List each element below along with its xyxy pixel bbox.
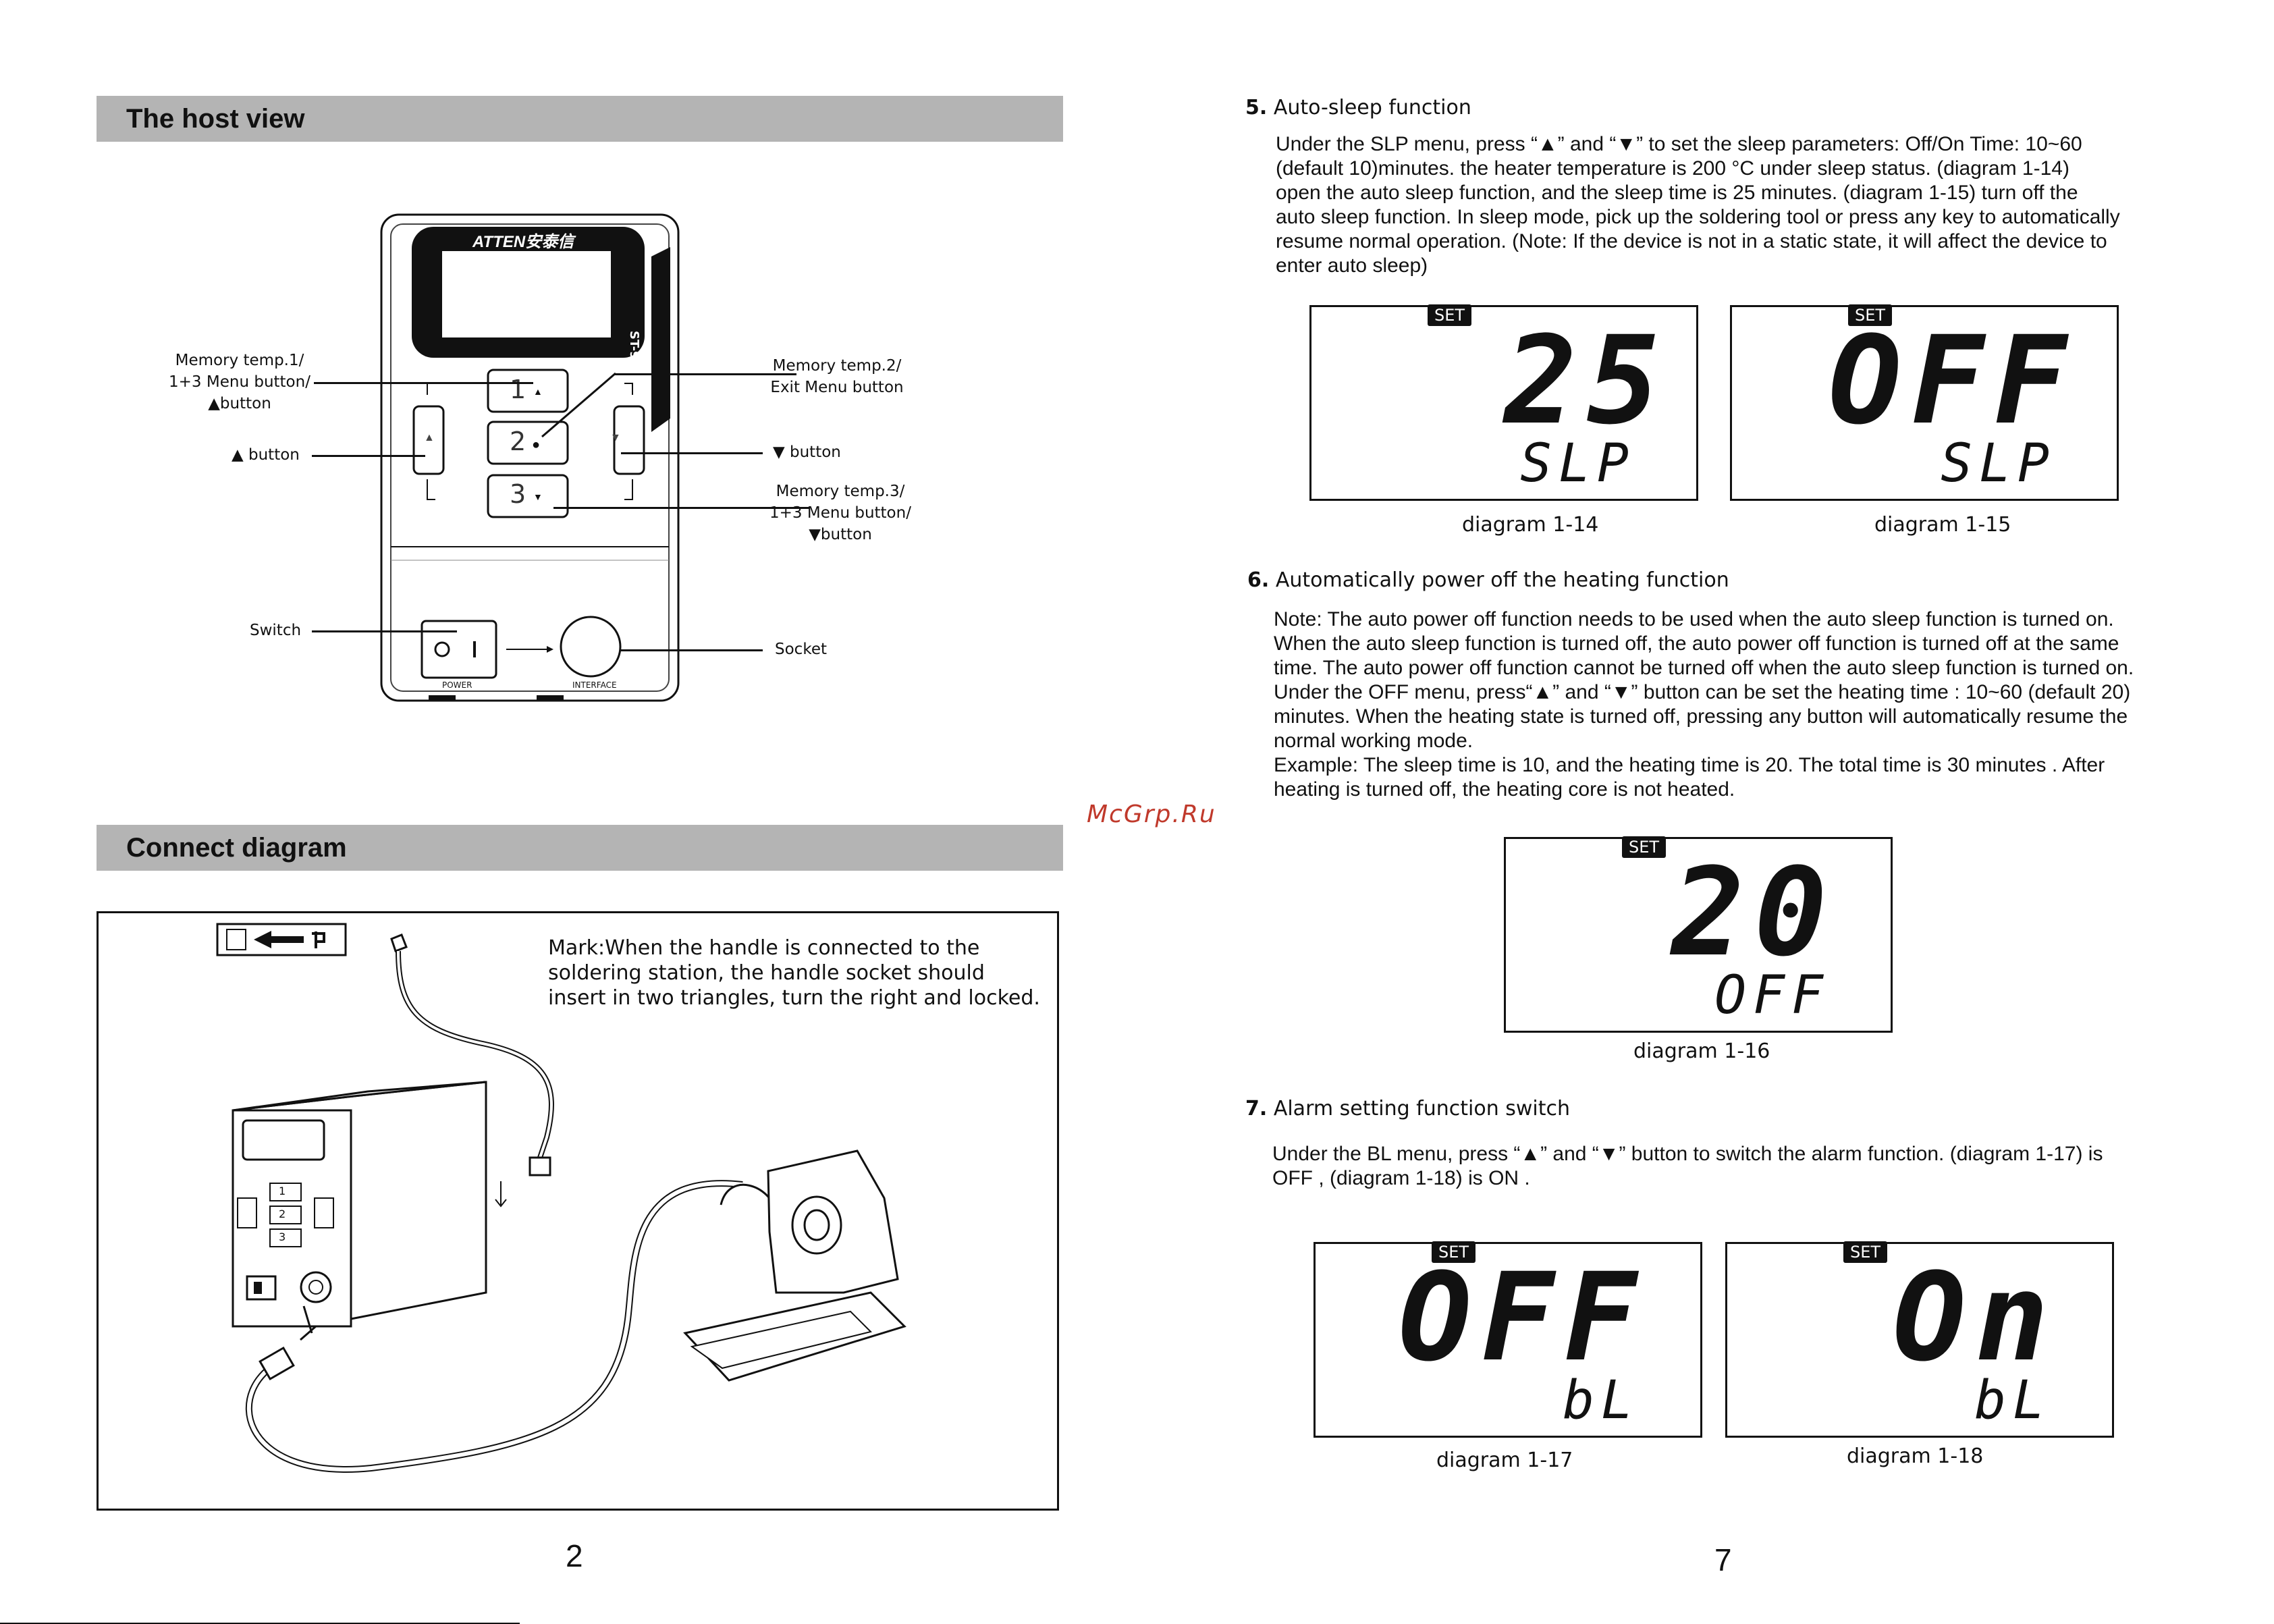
device-model-label: ST-965 bbox=[627, 331, 641, 377]
down-triangle-icon: ▼ bbox=[533, 491, 543, 502]
lcd-sub-value: SLP bbox=[1941, 433, 2056, 494]
callout-down-button: ▼ button bbox=[773, 443, 841, 461]
leader-line bbox=[621, 452, 763, 454]
memory-button-3[interactable]: 3 bbox=[510, 479, 526, 509]
callout-up-button: ▲ button bbox=[232, 446, 300, 464]
callout-memory-temp-2: Memory temp.2/ Exit Menu button bbox=[770, 357, 904, 396]
callout-memory-temp-1: Memory temp.1/ 1+3 Menu button/ ▲button bbox=[169, 352, 310, 412]
memory-button-1[interactable]: 1 bbox=[510, 375, 526, 404]
section-6-body: Note: The auto power off function needs … bbox=[1274, 608, 2134, 801]
leader-line bbox=[312, 455, 425, 457]
lcd-diagram-1-16: SET 20 OFF bbox=[1504, 836, 1893, 1033]
set-badge: SET bbox=[1848, 304, 1893, 326]
lcd-main-value: OFF bbox=[1398, 1247, 1646, 1388]
set-badge: SET bbox=[1843, 1241, 1888, 1263]
lcd-main-value: 20 bbox=[1671, 842, 1837, 983]
section-6-heading: 6. Automatically power off the heating f… bbox=[1247, 568, 1729, 592]
caption-diagram-1-16: diagram 1-16 bbox=[1633, 1039, 1770, 1063]
set-badge: SET bbox=[1432, 1241, 1476, 1263]
leader-line bbox=[553, 507, 810, 509]
callout-memory-temp-3: Memory temp.3/ 1+3 Menu button/ ▼button bbox=[769, 483, 911, 543]
power-label: POWER bbox=[442, 680, 472, 690]
lcd-diagram-1-18: SET On bL bbox=[1725, 1241, 2114, 1438]
lcd-diagram-1-14: SET 25 SLP bbox=[1309, 304, 1698, 501]
lcd-diagram-1-15: SET OFF SLP bbox=[1730, 304, 2119, 501]
lcd-main-value: On bbox=[1893, 1247, 2058, 1388]
connect-mark-note: Mark:When the handle is connected to the… bbox=[548, 936, 1040, 1010]
section-7-heading: 7. Alarm setting function switch bbox=[1245, 1097, 1571, 1120]
lcd-sub-value: bL bbox=[1974, 1370, 2051, 1431]
callout-socket: Socket bbox=[775, 641, 827, 658]
exit-dot-icon: ● bbox=[532, 437, 541, 452]
host-device-illustration bbox=[380, 213, 680, 702]
station-button-2: 2 bbox=[279, 1208, 286, 1220]
lcd-main-value: 25 bbox=[1504, 310, 1669, 452]
connect-diagram-frame bbox=[97, 911, 1059, 1511]
down-arrow-icon[interactable]: ▼ bbox=[610, 432, 621, 443]
page-number-left: 2 bbox=[566, 1538, 583, 1573]
caption-diagram-1-14: diagram 1-14 bbox=[1462, 513, 1599, 537]
leader-diagonal bbox=[541, 372, 616, 438]
caption-diagram-1-18: diagram 1-18 bbox=[1847, 1444, 1984, 1468]
callout-switch: Switch bbox=[250, 622, 302, 639]
interface-label: INTERFACE bbox=[572, 680, 617, 690]
leader-line bbox=[621, 649, 763, 651]
lcd-diagram-1-17: SET OFF bL bbox=[1314, 1241, 1702, 1438]
lcd-sub-value: SLP bbox=[1520, 433, 1635, 494]
leader-line bbox=[614, 373, 796, 375]
memory-button-2[interactable]: 2 bbox=[510, 427, 526, 456]
watermark: McGrp.Ru bbox=[1087, 801, 1216, 828]
up-triangle-icon: ▲ bbox=[533, 386, 543, 397]
caption-diagram-1-17: diagram 1-17 bbox=[1436, 1449, 1573, 1472]
section-5-heading: 5. Auto-sleep function bbox=[1245, 96, 1471, 119]
section-7-body: Under the BL menu, press “▲” and “▼” but… bbox=[1272, 1143, 2103, 1189]
up-arrow-icon[interactable]: ▲ bbox=[424, 432, 435, 443]
lcd-sub-value: bL bbox=[1563, 1370, 1640, 1431]
leader-line bbox=[314, 382, 533, 384]
device-brand-logo: ATTEN安泰信 bbox=[472, 233, 574, 251]
connect-diagram-header: Connect diagram bbox=[97, 825, 1063, 871]
station-button-1: 1 bbox=[279, 1185, 286, 1197]
host-view-header: The host view bbox=[97, 96, 1063, 142]
section-5-body: Under the SLP menu, press “▲” and “▼” to… bbox=[1276, 133, 2120, 277]
lcd-main-value: OFF bbox=[1828, 310, 2076, 452]
station-button-3: 3 bbox=[279, 1230, 286, 1243]
caption-diagram-1-15: diagram 1-15 bbox=[1874, 513, 2011, 537]
leader-line bbox=[312, 630, 457, 632]
lcd-sub-value: OFF bbox=[1714, 965, 1830, 1026]
page-number-right: 7 bbox=[1714, 1542, 1732, 1577]
set-badge: SET bbox=[1622, 836, 1667, 858]
connect-illustration bbox=[216, 923, 906, 1473]
set-badge: SET bbox=[1428, 304, 1472, 326]
